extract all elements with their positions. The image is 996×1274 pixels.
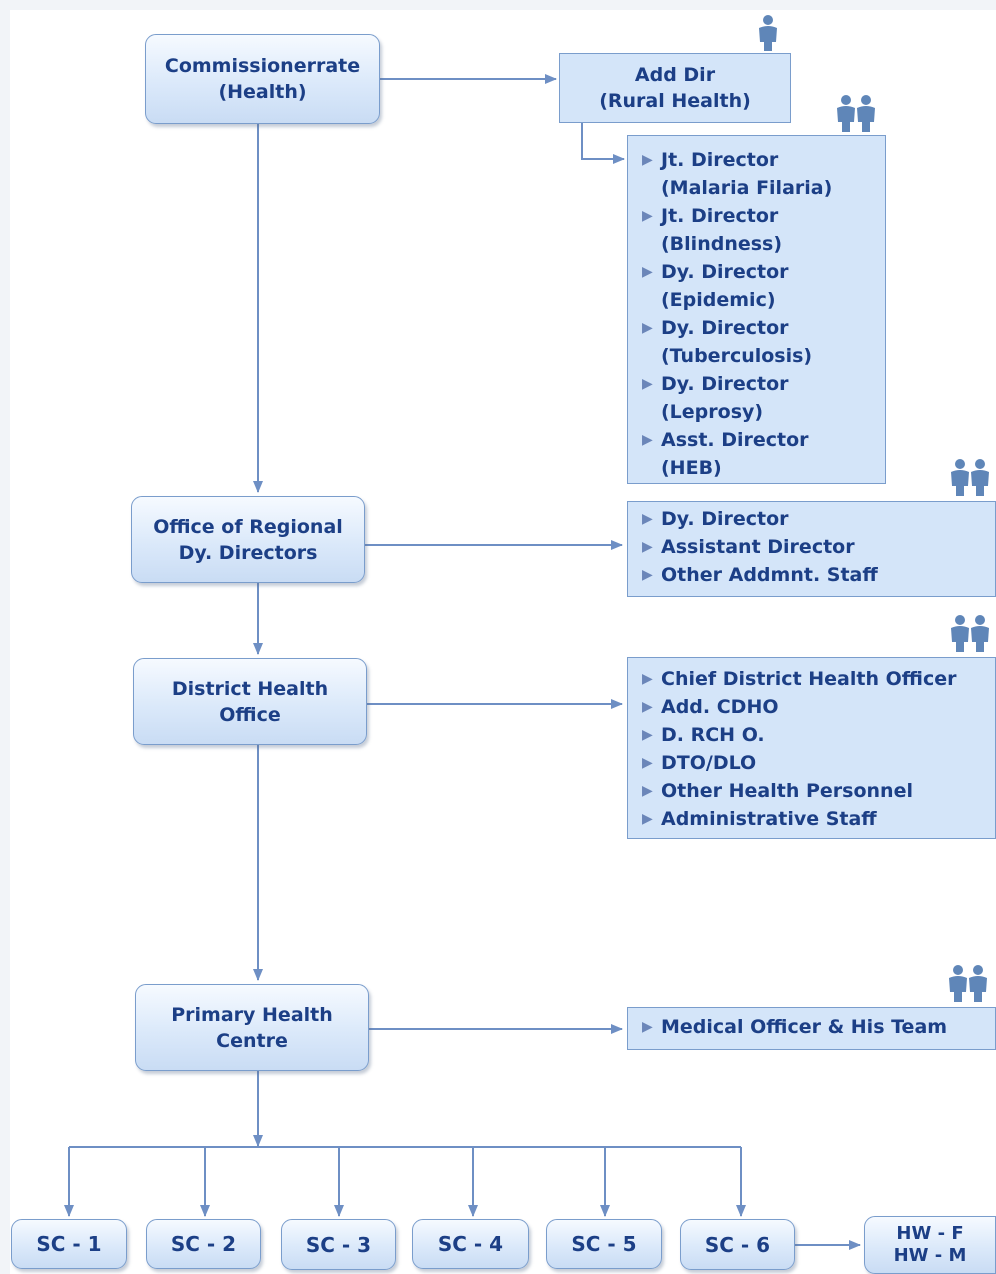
phc-staff-list: ▶Medical Officer & His Team (627, 1007, 996, 1050)
sub-centre-1: SC - 1 (11, 1219, 127, 1269)
list-item: ▶Medical Officer & His Team (639, 1013, 995, 1041)
list-item: ▶Dy. Director (639, 505, 995, 533)
list-item: ▶Administrative Staff (639, 805, 995, 833)
list-item: ▶Asst. Director(HEB) (639, 426, 885, 482)
chevron-right-icon: ▶ (642, 783, 653, 799)
chevron-right-icon: ▶ (642, 432, 653, 448)
people-icon (837, 95, 875, 132)
commissionerate-node: Commissionerrate (Health) (145, 34, 380, 124)
node-line: District Health (171, 677, 329, 700)
list-item: ▶DTO/DLO (639, 749, 995, 777)
chevron-right-icon: ▶ (642, 152, 653, 168)
list-item: ▶Other Health Personnel (639, 777, 995, 805)
list-item: ▶Dy. Director(Tuberculosis) (639, 314, 885, 370)
sub-centre-2: SC - 2 (146, 1219, 261, 1269)
node-line: Centre (216, 1029, 288, 1052)
person-icon (759, 15, 777, 51)
list-item: ▶Chief District Health Officer (639, 665, 995, 693)
add-dir-node: Add Dir (Rural Health) (559, 53, 791, 123)
list-item: ▶Jt. Director(Malaria Filaria) (639, 146, 885, 202)
chevron-right-icon: ▶ (642, 264, 653, 280)
chevron-right-icon: ▶ (642, 511, 653, 527)
chevron-right-icon: ▶ (642, 567, 653, 583)
connector-adddir-to-staff (581, 122, 625, 164)
list-item: ▶Other Addmnt. Staff (639, 561, 995, 589)
add-dir-staff-list: ▶Jt. Director(Malaria Filaria) ▶Jt. Dire… (627, 135, 886, 484)
chevron-right-icon: ▶ (642, 727, 653, 743)
chevron-right-icon: ▶ (642, 320, 653, 336)
node-line: Add Dir (634, 64, 716, 86)
chevron-right-icon: ▶ (642, 1019, 653, 1035)
chevron-right-icon: ▶ (642, 811, 653, 827)
chevron-right-icon: ▶ (642, 671, 653, 687)
list-item: ▶D. RCH O. (639, 721, 995, 749)
people-icon (949, 965, 987, 1002)
sub-centre-4: SC - 4 (412, 1219, 529, 1269)
regional-staff-list: ▶Dy. Director ▶Assistant Director ▶Other… (627, 501, 996, 597)
chevron-right-icon: ▶ (642, 376, 653, 392)
people-icon (951, 615, 989, 652)
sub-centre-5: SC - 5 (546, 1219, 662, 1269)
chevron-right-icon: ▶ (642, 539, 653, 555)
sub-centre-6: SC - 6 (680, 1219, 795, 1270)
node-line: Office (219, 703, 281, 726)
list-item: ▶Jt. Director(Blindness) (639, 202, 885, 258)
chevron-right-icon: ▶ (642, 208, 653, 224)
list-item: ▶Assistant Director (639, 533, 995, 561)
chevron-right-icon: ▶ (642, 755, 653, 771)
list-item: ▶Dy. Director(Leprosy) (639, 370, 885, 426)
node-line: HW - M (893, 1245, 967, 1266)
chevron-right-icon: ▶ (642, 699, 653, 715)
node-line: (Rural Health) (599, 90, 751, 112)
list-item: ▶Dy. Director(Epidemic) (639, 258, 885, 314)
node-line: Commissionerrate (164, 55, 361, 77)
node-line: HW - F (896, 1223, 964, 1244)
people-icon (951, 459, 989, 496)
node-line: Primary Health (171, 1003, 333, 1026)
list-item: ▶Add. CDHO (639, 693, 995, 721)
node-line: (Health) (218, 81, 307, 103)
sub-centre-3: SC - 3 (281, 1219, 396, 1270)
node-line: Dy. Directors (178, 541, 318, 564)
node-line: Office of Regional (153, 515, 343, 538)
district-staff-list: ▶Chief District Health Officer ▶Add. CDH… (627, 657, 996, 839)
